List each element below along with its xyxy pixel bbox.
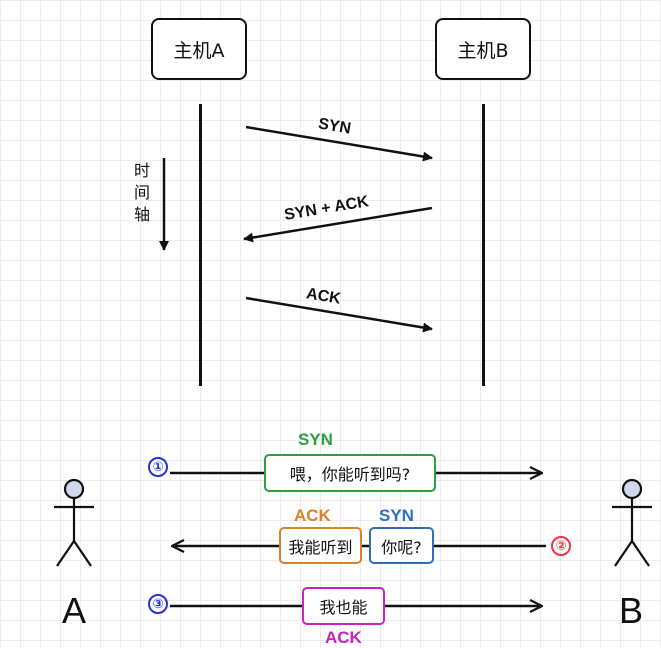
step3-number: ③ [148, 594, 168, 614]
step1-syn-tag: SYN [298, 430, 333, 449]
step2-number: ② [551, 536, 571, 556]
step3-message: 我也能 [319, 598, 368, 617]
step1-number: ① [148, 457, 168, 477]
step3-message-box: 我也能 [302, 587, 385, 625]
stick-figure-a-icon [54, 478, 94, 567]
time-axis-label: 时 间 轴 [134, 160, 154, 226]
step2-ack-message-box: 我能听到 [279, 527, 362, 564]
ack-arrow [245, 296, 433, 333]
actor-a-label: A [62, 590, 87, 631]
step1-message: 喂，你能听到吗? [289, 465, 411, 484]
step2-syn-message-box: 你呢? [369, 527, 434, 564]
host-a-timeline [199, 104, 202, 386]
step3-ack-tag: ACK [325, 628, 362, 647]
host-b-label: 主机B [457, 39, 509, 62]
step1-message-box: 喂，你能听到吗? [264, 454, 436, 492]
actor-b-label: B [619, 590, 644, 631]
host-a-label: 主机A [173, 39, 225, 62]
time-axis-char-2: 间 [134, 183, 151, 202]
time-axis-char-3: 轴 [134, 205, 151, 224]
host-a-box: 主机A [151, 18, 247, 80]
step2-syn-tag: SYN [379, 506, 414, 525]
stick-figure-b-icon [612, 478, 652, 567]
time-axis-char-1: 时 [134, 161, 151, 180]
host-b-timeline [482, 104, 485, 386]
step2-ack-tag: ACK [294, 506, 331, 525]
step2-syn-message: 你呢? [381, 537, 422, 557]
syn-arrow [245, 125, 433, 162]
syn-ack-arrow [243, 206, 433, 243]
step2-ack-message: 我能听到 [288, 537, 353, 557]
host-b-box: 主机B [435, 18, 531, 80]
